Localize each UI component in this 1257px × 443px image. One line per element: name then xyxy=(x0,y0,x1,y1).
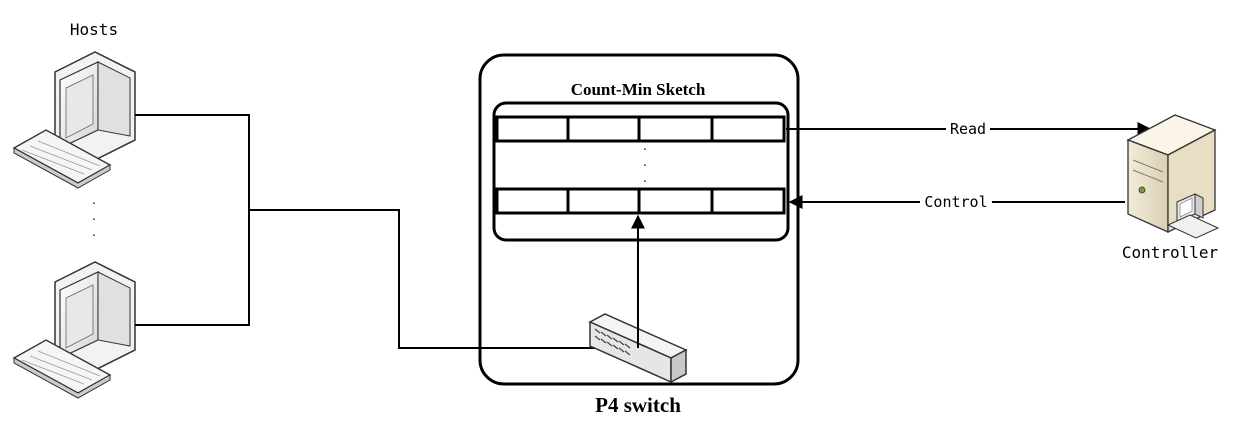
sketch-ellipsis: · xyxy=(643,159,648,174)
sketch-ellipsis: · xyxy=(643,143,648,158)
host-ellipsis: · xyxy=(92,229,97,244)
host-ellipsis: · xyxy=(92,197,97,212)
host-computer-bottom xyxy=(12,261,136,399)
host-ellipsis: · xyxy=(92,213,97,228)
server-tower-icon xyxy=(1126,114,1220,239)
sketch-row-last xyxy=(495,187,786,215)
sketch-row-first xyxy=(495,115,786,143)
host-links xyxy=(135,114,600,349)
control-arrow-label: Control xyxy=(924,193,987,211)
host-link-top xyxy=(135,114,250,210)
sketch-cell xyxy=(495,115,570,143)
sketch-cell xyxy=(566,115,641,143)
p4-switch-box xyxy=(478,53,800,386)
desktop-computer-icon xyxy=(12,51,136,189)
sketch-cell xyxy=(710,115,786,143)
sketch-cell xyxy=(637,187,714,215)
sketch-container xyxy=(492,101,790,242)
switch-label: P4 switch xyxy=(595,393,681,417)
sketch-cell xyxy=(495,187,570,215)
sketch-ellipsis: · xyxy=(643,175,648,190)
sketch-cell xyxy=(710,187,786,215)
host-computer-top xyxy=(12,51,136,189)
sketch-title: Count-Min Sketch xyxy=(571,80,706,99)
controller-label: Controller xyxy=(1122,243,1219,262)
sketch-cell xyxy=(566,187,641,215)
desktop-computer-icon xyxy=(12,261,136,399)
uplink-to-switch xyxy=(249,209,600,349)
sketch-cell xyxy=(637,115,714,143)
host-link-bottom xyxy=(135,210,250,326)
hosts-label: Hosts xyxy=(70,20,118,39)
read-arrow-label: Read xyxy=(950,120,986,138)
